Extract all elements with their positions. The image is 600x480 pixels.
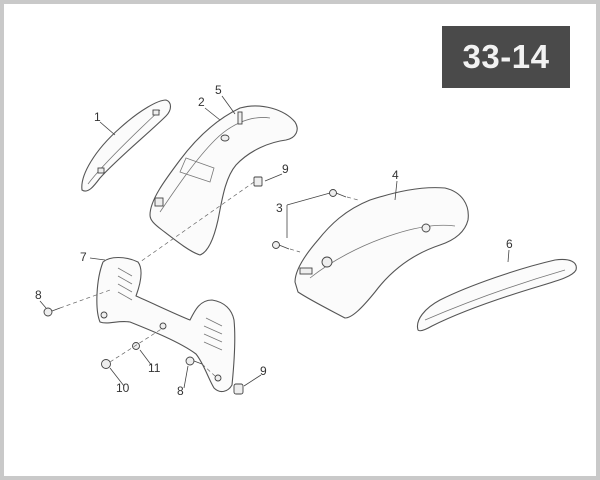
part-1-trim-strip — [81, 99, 172, 192]
part-8-bolt-left — [43, 307, 61, 317]
callout-2: 2 — [198, 95, 205, 109]
callout-9-lower: 9 — [260, 364, 267, 378]
page-code-badge: 33-14 — [442, 26, 570, 88]
callout-8-left: 8 — [35, 288, 42, 302]
assembly-lines — [59, 181, 359, 377]
part-2-side-panel — [149, 105, 298, 256]
callout-10: 10 — [116, 381, 130, 395]
callout-labels: 1 2 5 9 3 4 6 7 8 11 10 8 9 — [35, 83, 513, 398]
part-11-washer — [132, 342, 140, 350]
callout-4: 4 — [392, 168, 399, 182]
part-4-side-cover — [294, 187, 469, 319]
part-10-nut — [101, 359, 111, 369]
part-3-screws — [272, 189, 347, 250]
callout-5: 5 — [215, 83, 222, 97]
part-8-bolt-lower — [185, 356, 203, 366]
callout-6: 6 — [506, 237, 513, 251]
part-6-trim-strip — [416, 258, 577, 332]
callout-9-upper: 9 — [282, 162, 289, 176]
callout-7: 7 — [80, 250, 87, 264]
callout-11: 11 — [148, 361, 161, 375]
part-7-bracket — [96, 256, 236, 393]
callout-1: 1 — [94, 110, 101, 124]
callout-8-lower: 8 — [177, 384, 184, 398]
part-9-clip-lower — [233, 383, 244, 395]
callout-3: 3 — [276, 201, 283, 215]
leader-lines — [39, 95, 510, 389]
part-9-clip-upper — [253, 176, 263, 187]
